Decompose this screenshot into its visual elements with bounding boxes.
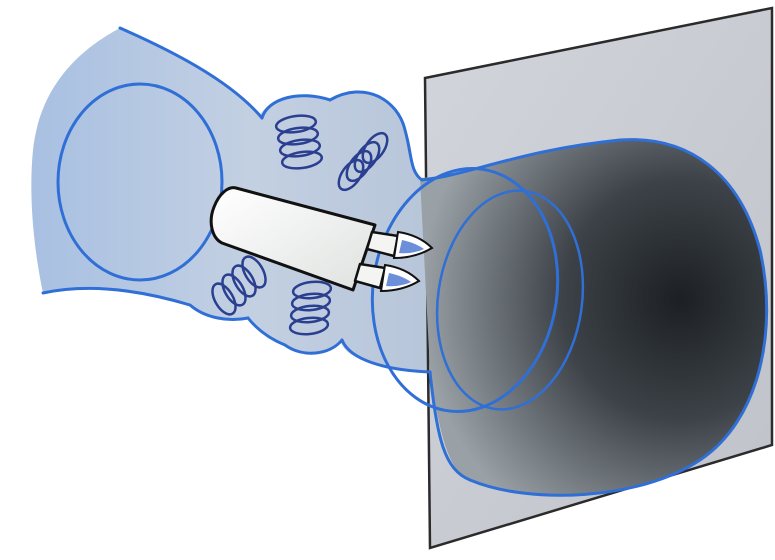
expansion-region xyxy=(420,140,767,496)
